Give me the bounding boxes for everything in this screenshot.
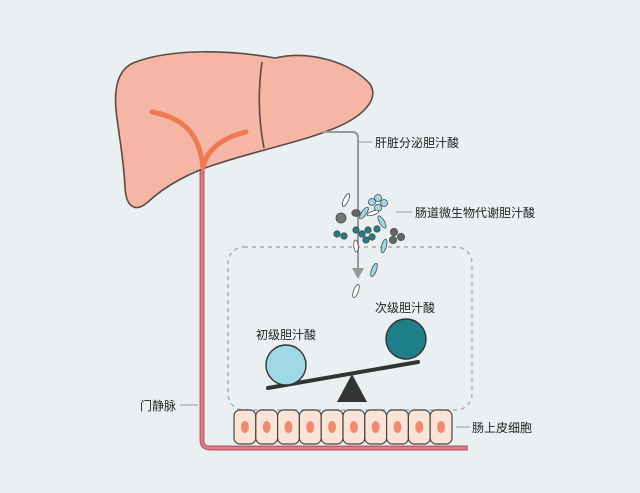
label-liver-secretes: 肝脏分泌胆汁酸 <box>375 135 459 150</box>
cell-nucleus <box>284 421 293 433</box>
cell-nucleus <box>262 421 271 433</box>
secretion-arrow-head <box>352 268 364 279</box>
cell-nucleus <box>393 421 402 433</box>
label-intestinal-epithelial-cells: 肠上皮细胞 <box>472 421 532 435</box>
liver-icon <box>114 51 374 209</box>
cell-nucleus <box>371 421 380 433</box>
label-secondary-bile-acid: 次级胆汁酸 <box>375 300 435 315</box>
label-gut-microbe-metabolism: 肠道微生物代谢胆汁酸 <box>415 205 535 220</box>
cell-nucleus <box>306 421 315 433</box>
cell-nucleus <box>437 421 446 433</box>
cell-nucleus <box>328 421 337 433</box>
cell-nucleus <box>415 421 424 433</box>
secretion-arrow <box>322 131 359 268</box>
portal-vein-highlight <box>201 165 468 449</box>
bacteria-cluster-icon <box>333 193 405 299</box>
label-portal-vein: 门静脉 <box>140 398 176 413</box>
bile-duct <box>149 109 249 171</box>
primary-bile-acid-ball <box>265 344 307 386</box>
cell-nucleus <box>240 421 249 433</box>
label-primary-bile-acid: 初级胆汁酸 <box>256 327 316 342</box>
secondary-bile-acid-ball <box>385 318 427 360</box>
intestinal-epithelium <box>233 409 453 445</box>
cell-nucleus <box>349 421 358 433</box>
